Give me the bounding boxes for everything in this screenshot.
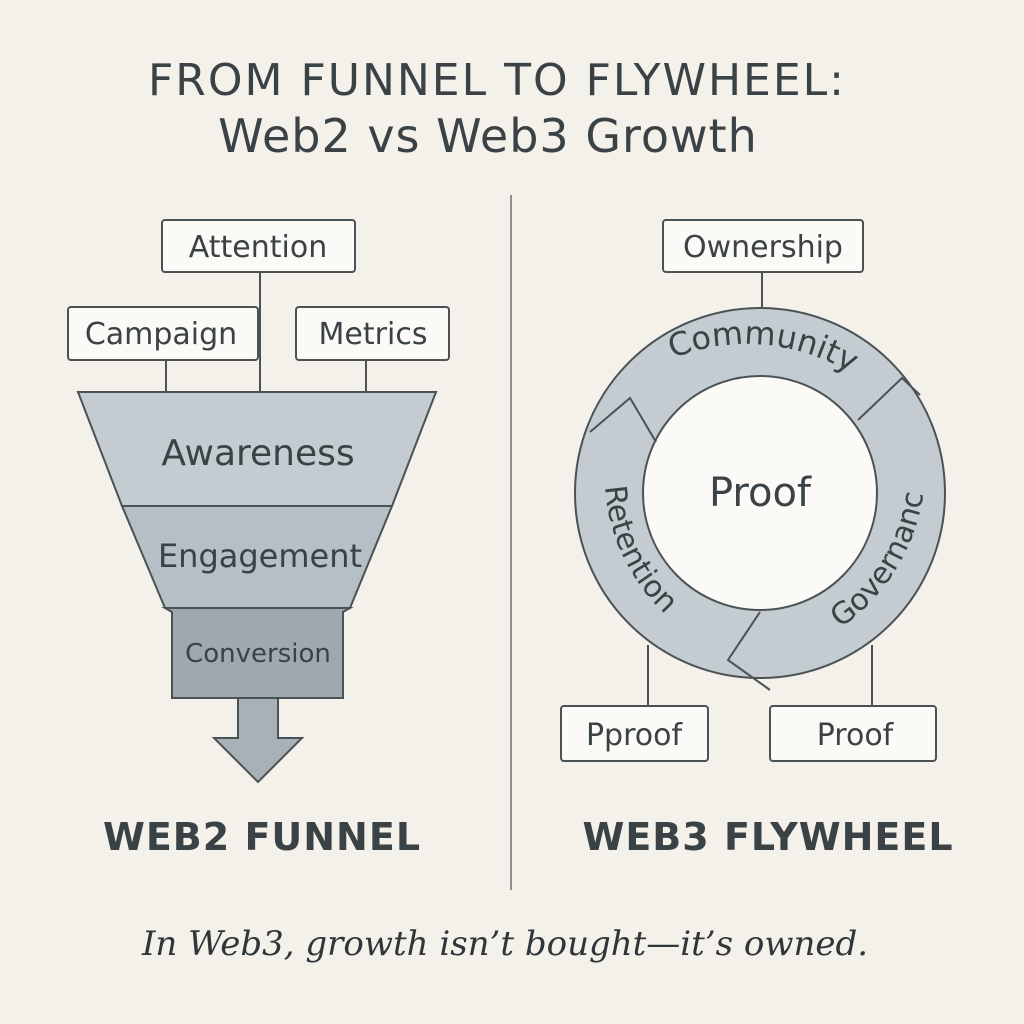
- funnel-caption: WEB2 FUNNEL: [103, 815, 421, 859]
- funnel-input-attention: Attention: [161, 219, 356, 273]
- flywheel-center-label: Proof: [709, 470, 812, 516]
- flywheel-output-left: Pproof: [560, 705, 709, 762]
- flywheel-top-label-box: Ownership: [662, 219, 864, 273]
- web2-funnel: Attention Campaign Metrics Awareness Eng…: [67, 219, 450, 859]
- funnel-input-campaign-label: Campaign: [85, 317, 237, 352]
- funnel-input-attention-label: Attention: [189, 230, 327, 265]
- flywheel-center: [642, 375, 878, 611]
- funnel-input-metrics-label: Metrics: [319, 317, 428, 352]
- flywheel-caption: WEB3 FLYWHEEL: [582, 815, 953, 859]
- page-title-line1: FROM FUNNEL TO FLYWHEEL:: [148, 55, 846, 106]
- funnel-input-campaign: Campaign: [67, 306, 259, 361]
- funnel-stage-engagement-label: Engagement: [158, 537, 362, 575]
- flywheel-divider-top-left: [589, 396, 657, 443]
- flywheel-divider-top-right: [857, 376, 921, 421]
- page-title-line2: Web2 vs Web3 Growth: [218, 109, 758, 163]
- funnel-stage-conversion-label: Conversion: [185, 639, 331, 669]
- flywheel-output-right: Proof: [769, 705, 937, 762]
- web3-flywheel: Ownership Community Retention Governanc …: [560, 219, 953, 859]
- tagline: In Web3, growth isn’t bought—it’s owned.: [141, 924, 868, 964]
- funnel-stage-awareness-label: Awareness: [161, 433, 354, 474]
- funnel-stage-conversion: [161, 607, 354, 699]
- flywheel-divider-bottom: [726, 611, 771, 691]
- funnel-output-arrow: [211, 697, 305, 784]
- flywheel-output-left-label: Pproof: [586, 718, 684, 753]
- flywheel-output-right-label: Proof: [817, 718, 895, 753]
- flywheel-top-label: Ownership: [683, 230, 843, 265]
- funnel-input-metrics: Metrics: [295, 306, 450, 361]
